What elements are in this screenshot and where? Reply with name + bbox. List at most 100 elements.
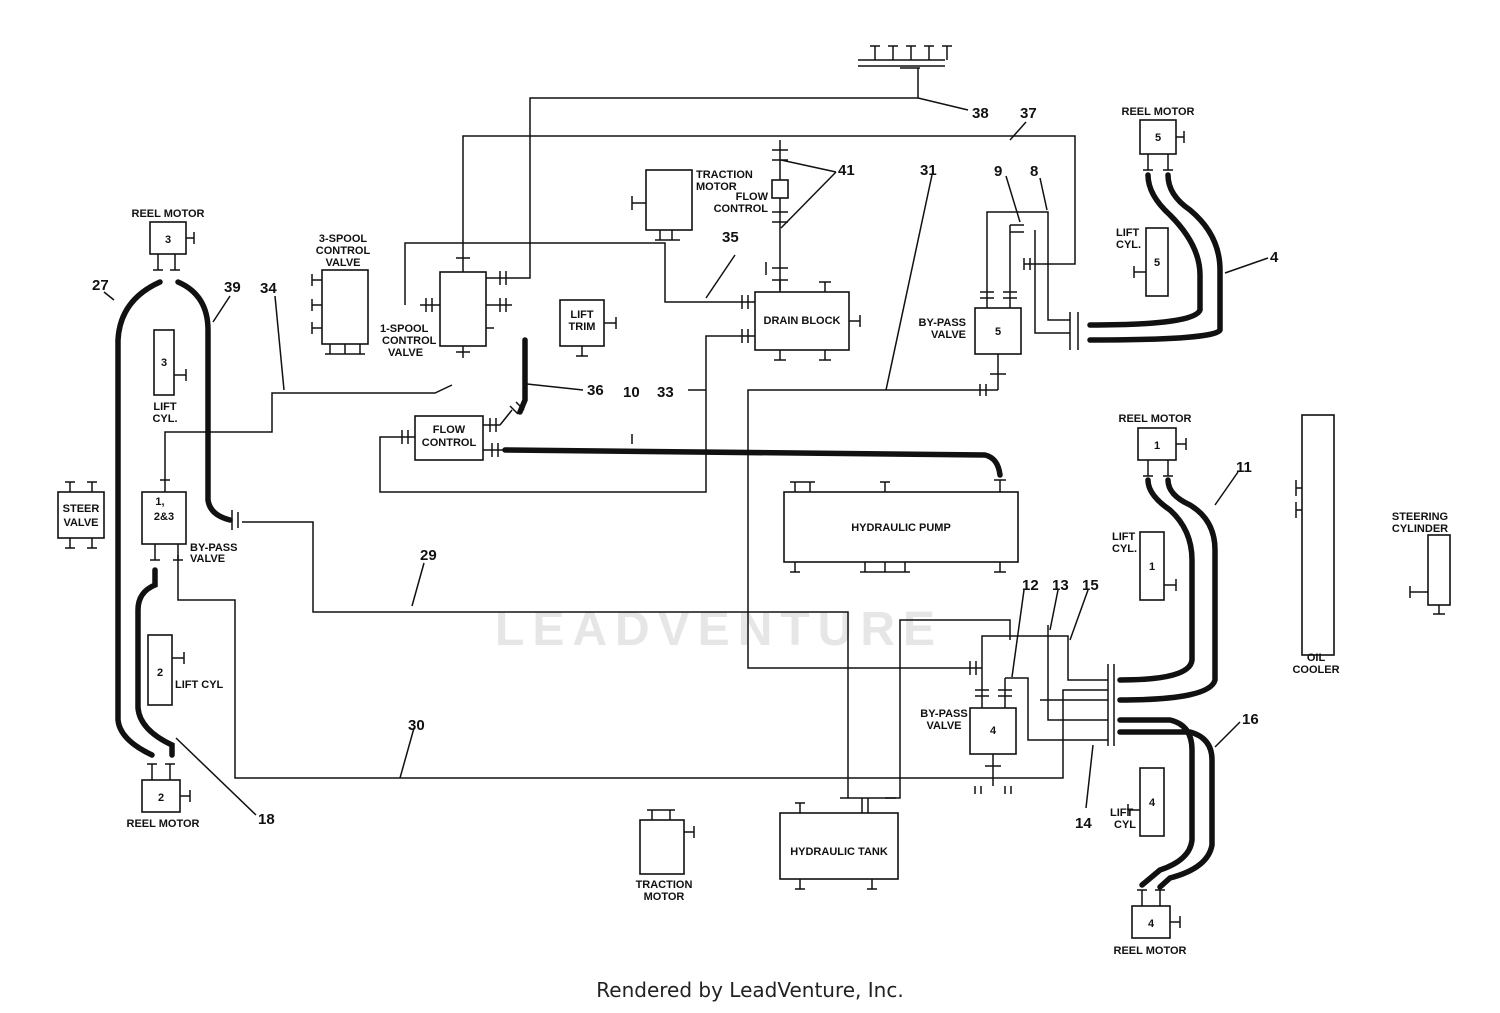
hydraulic-pump: HYDRAULIC PUMP [783,479,1019,573]
steer-valve: STEER VALVE [57,481,105,549]
svg-text:REEL MOTOR: REEL MOTOR [1114,945,1187,957]
svg-text:MOTOR: MOTOR [696,181,737,193]
svg-text:3: 3 [161,357,167,369]
svg-text:5: 5 [1154,257,1160,269]
callout-41: 41 [838,162,855,179]
callout-15: 15 [1082,577,1099,594]
svg-text:DRAIN BLOCK: DRAIN BLOCK [764,315,841,327]
svg-text:1: 1 [1154,440,1160,452]
svg-text:MOTOR: MOTOR [644,891,685,903]
watermark: LEADVENTURE [495,603,943,656]
callout-14: 14 [1075,815,1092,832]
traction-motor-bottom: TRACTION MOTOR [636,809,695,903]
svg-text:CYL: CYL [1114,819,1136,831]
callout-16: 16 [1242,711,1259,728]
svg-text:4: 4 [990,725,997,737]
svg-text:BY-PASS: BY-PASS [920,708,967,720]
svg-text:5: 5 [1155,132,1161,144]
svg-text:CONTROL: CONTROL [316,245,371,257]
svg-text:STEERING: STEERING [1392,511,1448,523]
svg-text:CONTROL: CONTROL [422,437,477,449]
svg-text:LIFT: LIFT [1110,807,1133,819]
oil-cooler: OIL COOLER [1292,414,1340,676]
svg-text:LIFT: LIFT [1116,227,1139,239]
svg-text:3: 3 [165,234,171,246]
svg-text:REEL MOTOR: REEL MOTOR [1119,413,1192,425]
svg-text:REEL MOTOR: REEL MOTOR [127,818,200,830]
drain-block: DRAIN BLOCK [740,279,861,361]
svg-text:REEL MOTOR: REEL MOTOR [132,208,205,220]
junction-manifold [858,45,952,67]
svg-text:LIFT: LIFT [153,401,176,413]
svg-text:4: 4 [1149,797,1156,809]
svg-text:BY-PASS: BY-PASS [919,317,966,329]
three-spool-control-valve: 3-SPOOL CONTROL VALVE [311,233,371,355]
svg-text:FLOW: FLOW [736,191,769,203]
callout-36: 36 [587,382,604,399]
lift-cyl-3: 3 LIFT CYL. [152,329,187,425]
callout-39: 39 [224,279,241,296]
lift-cyl-4: 4 LIFT CYL [1110,767,1165,837]
callout-29: 29 [420,547,437,564]
callout-8: 8 [1030,163,1038,180]
reel-motor-4: 4 REEL MOTOR [1114,889,1187,957]
svg-text:2&3: 2&3 [154,511,174,523]
flow-control-mid: FLOW CONTROL [398,401,525,461]
lift-cyl-5: 5 LIFT CYL. [1116,227,1169,297]
svg-text:VALVE: VALVE [926,720,961,732]
svg-text:1,: 1, [155,496,164,508]
callout-11: 11 [1236,459,1252,476]
svg-text:2: 2 [157,667,163,679]
svg-text:TRIM: TRIM [569,321,596,333]
callout-37: 37 [1020,105,1037,122]
callout-38: 38 [972,105,989,122]
svg-text:CYL.: CYL. [1116,239,1141,251]
svg-text:LIFT CYL: LIFT CYL [175,679,224,691]
svg-text:CYL.: CYL. [152,413,177,425]
callout-27: 27 [92,277,109,294]
svg-text:CYLINDER: CYLINDER [1392,523,1448,535]
callout-31: 31 [920,162,937,179]
svg-text:4: 4 [1148,918,1155,930]
callout-34: 34 [260,280,277,297]
lift-trim: LIFT TRIM [559,299,617,357]
callout-35: 35 [722,229,739,246]
svg-text:1: 1 [1149,561,1155,573]
svg-text:STEER: STEER [63,503,100,515]
callout-18: 18 [258,811,275,828]
callout-12: 12 [1022,577,1039,594]
svg-text:2: 2 [158,792,164,804]
svg-text:LIFT: LIFT [570,309,593,321]
svg-text:HYDRAULIC PUMP: HYDRAULIC PUMP [851,522,951,534]
callout-10: 10 [623,384,640,401]
steering-cylinder: STEERING CYLINDER [1392,511,1451,615]
one-spool-control-valve: 1-SPOOL CONTROL VALVE [380,257,512,359]
reel-motor-2: 2 REEL MOTOR [127,763,200,830]
svg-text:CYL.: CYL. [1112,543,1137,555]
reel-motor-1: 1 REEL MOTOR [1119,413,1192,477]
svg-text:TRACTION: TRACTION [696,169,753,181]
bypass-valve-4: 4 BY-PASS VALVE [920,661,1115,794]
svg-text:FLOW: FLOW [433,424,466,436]
svg-text:CONTROL: CONTROL [382,335,437,347]
svg-text:BY-PASS: BY-PASS [190,542,237,554]
svg-text:VALVE: VALVE [190,553,225,565]
svg-text:VALVE: VALVE [388,347,423,359]
svg-text:LIFT: LIFT [1112,531,1135,543]
callout-33: 33 [657,384,674,401]
bypass-valve-1-2-3: 1, 2&3 BY-PASS VALVE [141,479,239,565]
svg-text:HYDRAULIC TANK: HYDRAULIC TANK [790,846,888,858]
reel-motor-5: 5 REEL MOTOR [1122,106,1195,171]
lift-cyl-1: 1 LIFT CYL. [1112,531,1177,601]
svg-text:1-SPOOL: 1-SPOOL [380,323,429,335]
svg-text:TRACTION: TRACTION [636,879,693,891]
callout-30: 30 [408,717,425,734]
svg-text:REEL MOTOR: REEL MOTOR [1122,106,1195,118]
lift-cyl-2: 2 LIFT CYL [147,634,224,706]
flow-control-top: FLOW CONTROL [714,149,789,275]
svg-text:OIL: OIL [1307,652,1326,664]
svg-text:COOLER: COOLER [1292,664,1339,676]
reel-motor-3: 3 REEL MOTOR [132,208,205,271]
svg-text:CONTROL: CONTROL [714,203,769,215]
